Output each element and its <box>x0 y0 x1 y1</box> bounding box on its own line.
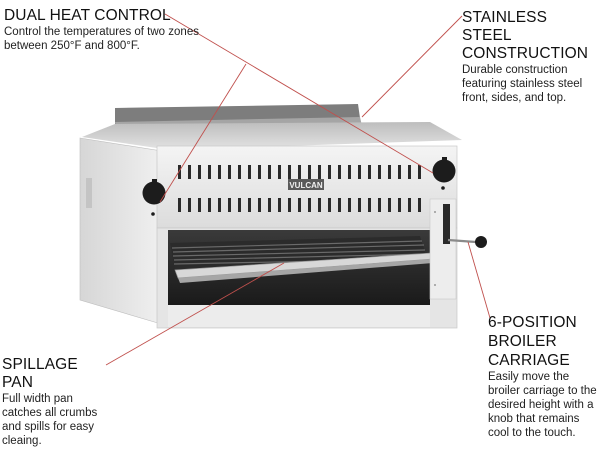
carriage-lever-knob[interactable] <box>447 236 487 248</box>
stainless-line <box>361 15 463 118</box>
callout-body: Durable construction featuring stainless… <box>462 64 583 104</box>
left-side-panel <box>79 137 169 327</box>
callout-body: Full width pan catches all crumbs and sp… <box>2 393 98 447</box>
callout-spillage-pan: SPILLAGE PAN Full width pan catches all … <box>2 356 112 448</box>
vent-slots <box>178 165 421 212</box>
left-control-knob[interactable] <box>142 179 166 216</box>
broiler-line <box>467 241 491 319</box>
right-control-knob[interactable] <box>432 157 456 190</box>
callout-title: DUAL HEAT CONTROL <box>4 7 171 24</box>
callout-stainless-steel: STAINLESS STEEL CONSTRUCTION Durable con… <box>462 9 600 105</box>
callout-broiler-carriage: 6-POSITION BROILER CARRIAGE Easily move … <box>488 313 600 440</box>
callout-title: 6-POSITION BROILER CARRIAGE <box>488 314 577 369</box>
spillage-line <box>105 262 285 366</box>
brand-plate <box>288 179 324 190</box>
carriage-panel <box>429 198 457 300</box>
callout-lines <box>105 13 491 366</box>
callout-body: Control the temperatures of two zones be… <box>4 26 199 52</box>
callout-dual-heat-control: DUAL HEAT CONTROL Control the temperatur… <box>4 7 244 53</box>
callout-title: STAINLESS STEEL CONSTRUCTION <box>462 9 589 62</box>
callout-body: Easily move the broiler carriage to the … <box>488 371 597 439</box>
dual-heat-line-left <box>159 63 247 203</box>
side-vent <box>86 178 92 208</box>
dual-heat-line-right <box>164 13 434 174</box>
brand-label: VULCAN <box>289 181 323 190</box>
top-surface <box>82 122 462 150</box>
bottom-lip <box>168 305 430 327</box>
callout-title: SPILLAGE PAN <box>2 356 78 391</box>
